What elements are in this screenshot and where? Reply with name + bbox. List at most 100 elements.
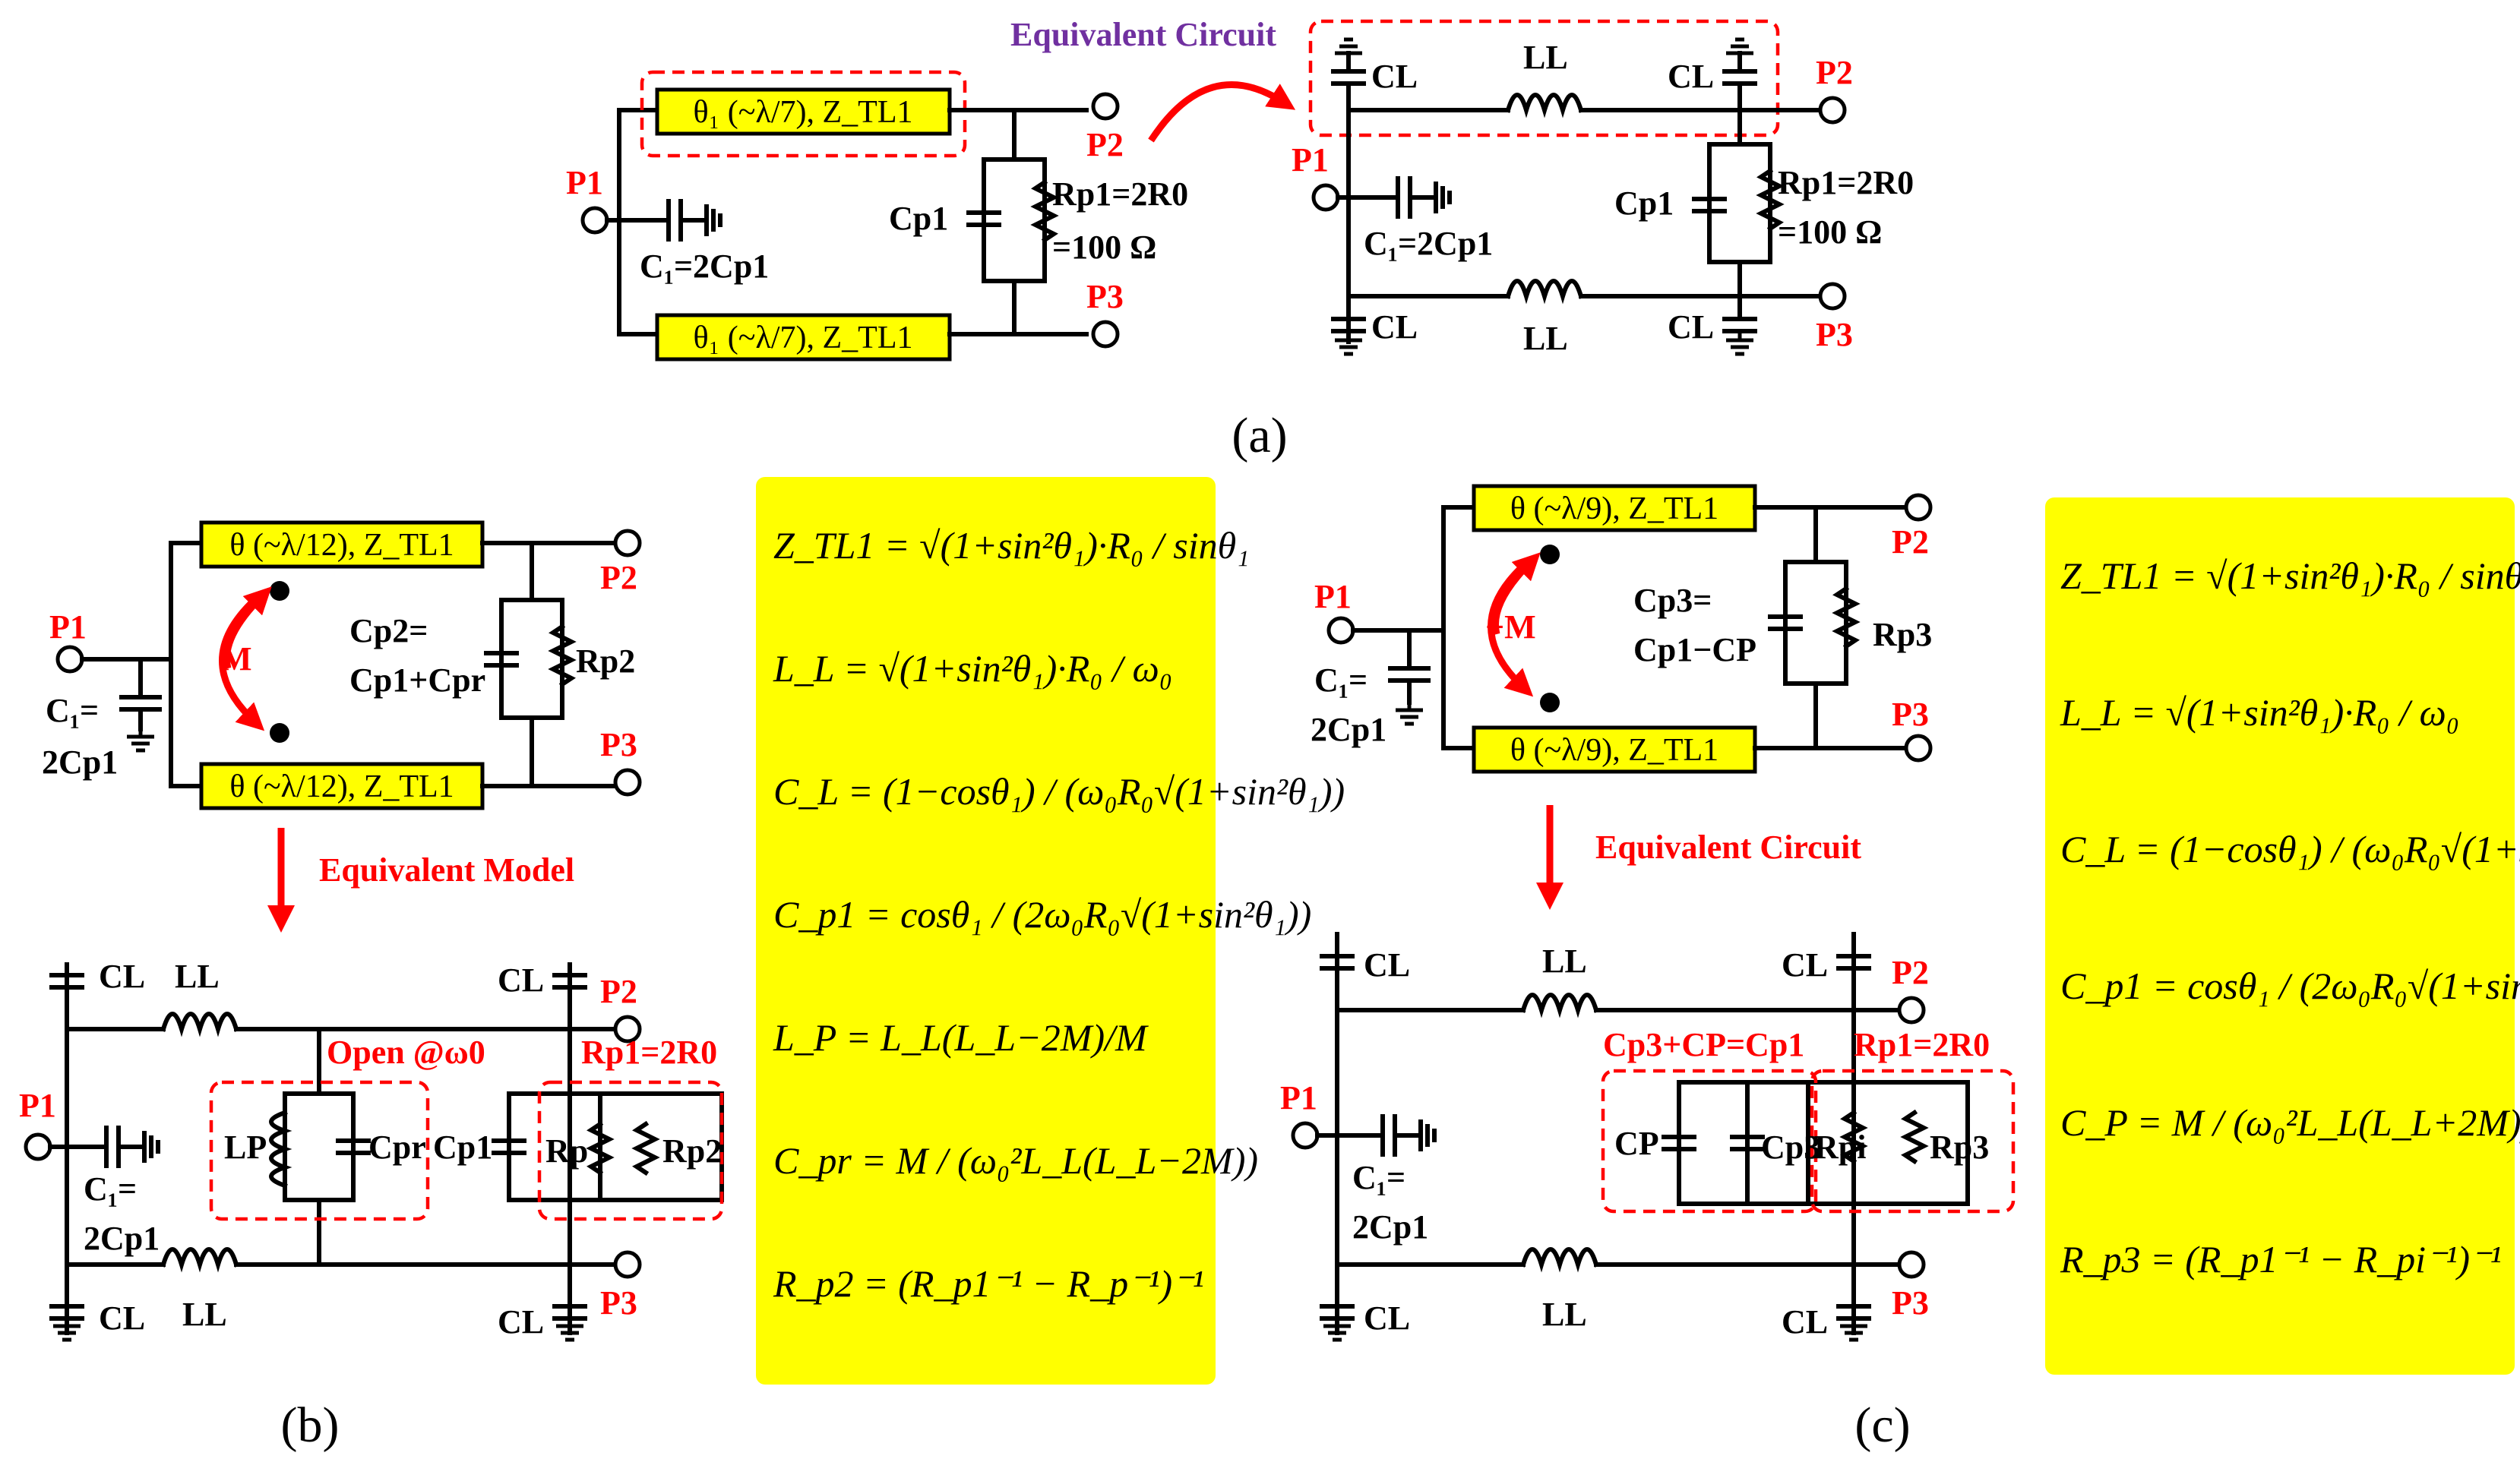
formula-line: C_P = M / (ω₀²L_L(L_L+2M)) bbox=[2060, 1101, 2520, 1144]
c1-label: C₁= bbox=[84, 1170, 137, 1208]
cl-label: CL bbox=[498, 1303, 544, 1340]
port-p2-label: P2 bbox=[1892, 954, 1929, 991]
cl-label: CL bbox=[1782, 946, 1828, 984]
c1-value: 2Cp1 bbox=[84, 1220, 160, 1257]
port-p1-label: P1 bbox=[19, 1087, 56, 1124]
cl-label: CL bbox=[1668, 58, 1714, 95]
panel-c-equivalent: P1 P2 P3 CL LL CL CL LL CL C₁= 2Cp1 Cp3+… bbox=[1280, 932, 2016, 1340]
cl-label: CL bbox=[1668, 308, 1714, 346]
caption-a: (a) bbox=[1232, 408, 1287, 463]
panel-b-equivalent: P1 P2 P3 CL LL CL CL LL CL C₁= 2Cp1 Open… bbox=[19, 958, 724, 1340]
ohm-label: =100 Ω bbox=[1052, 229, 1156, 266]
port-p3-label: P3 bbox=[1816, 316, 1853, 353]
c1-label: C₁=2Cp1 bbox=[640, 248, 769, 285]
cp3-value: Cp1−CP bbox=[1633, 631, 1756, 668]
tline-label: θ (~λ/12), Z_TL1 bbox=[229, 769, 454, 804]
panel-a-equivalent: P1 P2 P3 CL LL CL CL LL CL C₁=2Cp1 Cp1 R… bbox=[1292, 19, 1914, 357]
port-p3 bbox=[1091, 320, 1120, 349]
formula-line: C_p1 = cosθ₁ / (2ω₀R₀√(1+sin²θ₁)) bbox=[2060, 965, 2520, 1007]
c1-label: C₁= bbox=[46, 692, 99, 729]
panel-c-original: θ (~λ/9), Z_TL1 θ (~λ/9), Z_TL1 −M P1 P2… bbox=[1311, 484, 1933, 774]
m-label: M bbox=[220, 640, 252, 677]
c1-value: 2Cp1 bbox=[1352, 1208, 1428, 1246]
cp-label: CP bbox=[1614, 1125, 1659, 1162]
tline-label: θ₁ (~λ/7), Z_TL1 bbox=[694, 95, 913, 130]
cl-label: CL bbox=[99, 1299, 145, 1337]
ll-label: LL bbox=[1542, 943, 1587, 980]
port-p3-label: P3 bbox=[1892, 1284, 1929, 1322]
port-p2-label: P2 bbox=[600, 973, 637, 1010]
c1-label: C₁= bbox=[1352, 1159, 1405, 1196]
panel-a-original: θ₁ (~λ/7), Z_TL1 θ₁ (~λ/7), Z_TL1 P1 P2 … bbox=[566, 70, 1188, 362]
tline-label: θ (~λ/9), Z_TL1 bbox=[1510, 733, 1718, 768]
panel-b-original: θ (~λ/12), Z_TL1 θ (~λ/12), Z_TL1 M P1 P… bbox=[42, 520, 642, 810]
c1-value: 2Cp1 bbox=[1311, 711, 1386, 748]
cl-label: CL bbox=[1782, 1303, 1828, 1340]
ll-label: LL bbox=[1542, 1296, 1587, 1333]
port-p3-label: P3 bbox=[600, 1284, 637, 1322]
port-p3-label: P3 bbox=[600, 726, 637, 763]
rp2-label: Rp2 bbox=[662, 1132, 722, 1170]
port-p1-label: P1 bbox=[1292, 141, 1329, 178]
formula-line: R_p3 = (R_p1⁻¹ − R_pi⁻¹)⁻¹ bbox=[2060, 1238, 2501, 1280]
equiv-model-title-b: Equivalent Model bbox=[319, 851, 574, 889]
caption-b: (b) bbox=[281, 1397, 340, 1453]
c1-label: C₁=2Cp1 bbox=[1364, 225, 1493, 262]
cp2-value: Cp1+Cpr bbox=[349, 662, 485, 699]
port-p1-label: P1 bbox=[49, 608, 87, 646]
cp1-label: Cp1 bbox=[889, 200, 948, 237]
minus-m-label: −M bbox=[1485, 608, 1536, 646]
tline-label: θ (~λ/9), Z_TL1 bbox=[1510, 491, 1718, 526]
rp2-label: Rp2 bbox=[576, 643, 635, 680]
open-label: Open @ω0 bbox=[327, 1034, 485, 1071]
cl-label: CL bbox=[99, 958, 145, 995]
formula-line: C_pr = M / (ω₀²L_L(L_L−2M)) bbox=[773, 1139, 1258, 1182]
formula-line: C_p1 = cosθ₁ / (2ω₀R₀√(1+sin²θ₁)) bbox=[773, 893, 1311, 936]
rp1-label: Rp1=2R0 bbox=[581, 1034, 717, 1071]
port-p2-label: P2 bbox=[1816, 54, 1853, 91]
port-p2 bbox=[1091, 92, 1120, 121]
port-p2-label: P2 bbox=[1086, 126, 1124, 163]
port-p1-label: P1 bbox=[1314, 578, 1352, 615]
rp3-label: Rp3 bbox=[1930, 1129, 1989, 1166]
caption-c: (c) bbox=[1854, 1397, 1910, 1453]
rp-label: Rp bbox=[545, 1132, 588, 1170]
rp1-label: Rp1=2R0 bbox=[1854, 1026, 1990, 1063]
cpr-label: Cpr bbox=[368, 1129, 426, 1166]
equiv-circuit-title-c: Equivalent Circuit bbox=[1595, 829, 1861, 866]
port-p3-label: P3 bbox=[1086, 278, 1124, 315]
rpi-label: Rpi bbox=[1814, 1129, 1866, 1166]
ohm-label: =100 Ω bbox=[1778, 213, 1882, 251]
formula-line: C_L = (1−cosθ₁) / (ω₀R₀√(1+sin²θ₁)) bbox=[773, 770, 1345, 813]
formula-line: L_L = √(1+sin²θ₁)·R₀ / ω₀ bbox=[773, 647, 1172, 690]
cp3-cp-label: Cp3+CP=Cp1 bbox=[1603, 1026, 1804, 1063]
port-p1-label: P1 bbox=[566, 164, 603, 201]
cp3-label: Cp3 bbox=[1761, 1129, 1820, 1166]
ll-label: LL bbox=[175, 958, 220, 995]
ll-label: LL bbox=[182, 1296, 227, 1333]
rp1-label: Rp1=2R0 bbox=[1778, 164, 1914, 201]
equiv-circuit-title-a: Equivalent Circuit bbox=[1010, 16, 1276, 53]
formula-line: C_L = (1−cosθ₁) / (ω₀R₀√(1+sin²θ₁)) bbox=[2060, 828, 2520, 870]
cp1-label: Cp1 bbox=[433, 1129, 492, 1166]
port-p2-label: P2 bbox=[600, 559, 637, 596]
ll-label: LL bbox=[1523, 320, 1568, 357]
cl-label: CL bbox=[1364, 1299, 1410, 1337]
port-p2-label: P2 bbox=[1892, 523, 1929, 561]
cl-label: CL bbox=[1371, 58, 1418, 95]
cl-label: CL bbox=[1364, 946, 1410, 984]
formula-line: L_L = √(1+sin²θ₁)·R₀ / ω₀ bbox=[2060, 691, 2459, 734]
formula-list-b: Z_TL1 = √(1+sin²θ₁)·R₀ / sinθ₁ L_L = √(1+… bbox=[773, 524, 1345, 1305]
cl-label: CL bbox=[498, 962, 544, 999]
tline-top-a bbox=[655, 87, 952, 136]
formula-box-c bbox=[2045, 497, 2515, 1375]
formula-line: Z_TL1 = √(1+sin²θ₁)·R₀ / sinθ₁ bbox=[2060, 554, 2520, 597]
tline-label: θ (~λ/12), Z_TL1 bbox=[229, 528, 454, 563]
c1-label: C₁= bbox=[1314, 662, 1368, 699]
port-p1-label: P1 bbox=[1280, 1079, 1317, 1116]
cp2-label: Cp2= bbox=[349, 612, 428, 649]
rp3-label: Rp3 bbox=[1873, 616, 1932, 653]
formula-line: Z_TL1 = √(1+sin²θ₁)·R₀ / sinθ₁ bbox=[773, 524, 1250, 567]
